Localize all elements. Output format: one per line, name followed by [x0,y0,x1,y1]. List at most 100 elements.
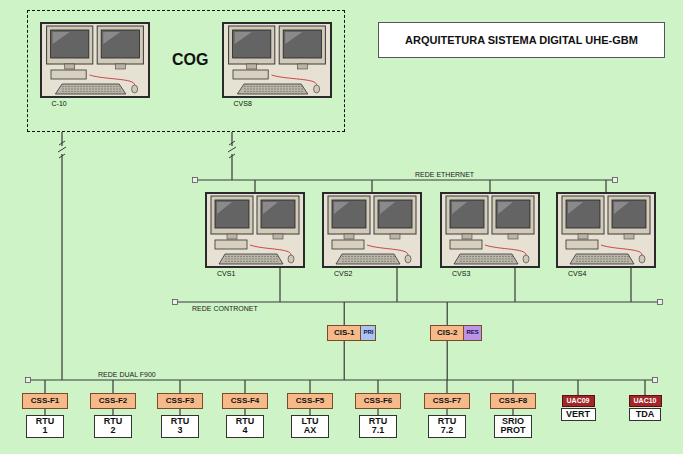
computer-tower [215,240,247,249]
workstation-picture [556,192,656,268]
title-box: ARQUITETURA SISTEMA DIGITAL UHE-GBM [378,22,665,58]
cable [271,75,316,85]
remote-unit-box: RTU 2 [94,415,132,438]
monitor-bezel [46,26,92,64]
key-row [244,86,303,87]
monitor-bezel [228,26,274,64]
bus-drop [279,268,280,302]
key-row [62,88,121,89]
key-row [225,259,279,260]
monitor-screen [496,200,530,228]
workstation: CVS8 [222,22,332,110]
box-label: RTU 7.1 [369,417,388,436]
cable [601,245,642,255]
mouse [639,255,645,263]
computer-tower [51,70,86,79]
remote-unit-box: TDA [629,408,661,421]
monitor-bezel [492,196,534,234]
monitor-screen [332,200,366,228]
station-label: C-10 [52,100,67,108]
keyboard [336,254,400,264]
cable [250,245,291,255]
box-label: RTU 2 [104,417,123,436]
bus-drop [447,302,448,325]
bus-drop [309,380,310,393]
bus-drop [630,268,631,302]
controlnet-bus [175,301,660,302]
key-row [225,256,279,257]
monitor-stand [508,234,518,239]
key-row [460,259,514,260]
key-row [576,259,630,260]
key-row [460,261,514,262]
keyboard-keys [460,257,514,262]
workstation-picture [440,192,540,268]
bus-terminator [193,178,198,183]
bus-terminator [26,378,31,383]
key-row [244,91,303,92]
control-unit: UAC09 [562,395,595,407]
bus-drop [514,268,515,302]
workstation-picture [222,22,332,98]
key-row [62,91,121,92]
screen-glare [217,202,232,214]
picture-frame [223,23,331,97]
substation-controller: CSS-F7 [424,393,470,409]
key-row [62,86,121,87]
workstation: CVS2 [322,192,422,280]
monitor-stand [624,234,634,239]
key-row [244,88,303,89]
box-label: CSS-F3 [166,396,194,406]
screen-glare [380,202,395,214]
box-label: RTU 3 [171,417,190,436]
key-row [576,261,630,262]
box-label: CSS-F2 [99,396,127,406]
monitor-stand [297,64,307,69]
monitor-screen [450,200,484,228]
monitor-screen [232,30,270,58]
f900-bus [28,379,655,380]
computer-tower [450,240,482,249]
monitor-bezel [374,196,416,234]
box-label: LTU AX [302,417,319,436]
screen-glare [614,202,629,214]
network-label: REDE CONTRONET [190,305,260,313]
station-label: CVS4 [568,270,586,278]
remote-unit-box: RTU 4 [226,415,264,438]
substation-controller: CSS-F6 [355,393,401,409]
monitor-stand [115,64,125,69]
box-label: VERT [566,410,590,419]
computer-tower [233,70,268,79]
keyboard-keys [576,257,630,262]
bus-drop [371,180,372,192]
workstation-picture [40,22,150,98]
picture-frame [557,193,655,267]
workstation-picture [205,192,305,268]
network-label: REDE DUAL F900 [96,371,158,379]
substation-controller: CSS-F2 [90,393,136,409]
bus-drop [489,180,490,192]
cable [367,245,408,255]
monitor-bezel [211,196,253,234]
monitor-screen [50,30,88,58]
mouse [131,85,137,93]
keyboard [55,84,125,94]
screen-glare [568,202,583,214]
picture-frame [323,193,421,267]
box-label: CSS-F6 [364,396,392,406]
cable [89,75,134,85]
box-label: CSS-F7 [433,396,461,406]
key-row [576,256,630,257]
wan-link [61,132,62,380]
keyboard [237,84,307,94]
region-title: COG [172,51,208,69]
bus-drop [254,180,255,192]
mouse [523,255,529,263]
monitor-bezel [446,196,488,234]
monitor-stand [462,234,472,239]
remote-unit-box: LTU AX [291,415,329,438]
mouse [405,255,411,263]
station-label: CVS3 [452,270,470,278]
box-label: CSS-F8 [499,396,527,406]
monitor-bezel [97,26,143,64]
